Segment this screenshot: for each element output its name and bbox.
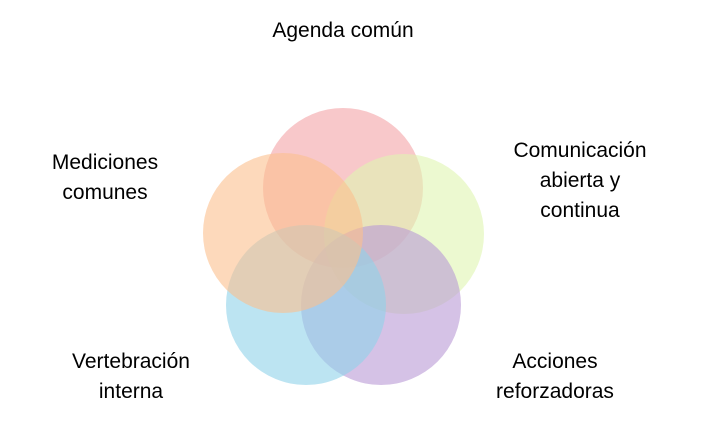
label-line: Vertebración (72, 350, 190, 373)
label-line: abierta y (539, 169, 621, 192)
label-line: comunes (62, 181, 148, 204)
circle-mediciones (203, 153, 363, 313)
label-line: Mediciones (51, 151, 159, 174)
label-line: reforzadoras (496, 380, 614, 403)
label-line: Comunicación (513, 139, 647, 162)
label-agenda-comun: Agenda común (243, 16, 443, 46)
label-acciones: Acciones reforzadoras (475, 347, 635, 407)
label-line: Acciones (512, 350, 598, 373)
label-mediciones: Mediciones comunes (20, 148, 190, 208)
label-line: continua (540, 199, 620, 222)
label-comunicacion: Comunicación abierta y continua (490, 136, 670, 226)
label-vertebracion: Vertebración interna (46, 347, 216, 407)
label-line: interna (98, 380, 164, 403)
label-line: Agenda común (272, 19, 414, 42)
